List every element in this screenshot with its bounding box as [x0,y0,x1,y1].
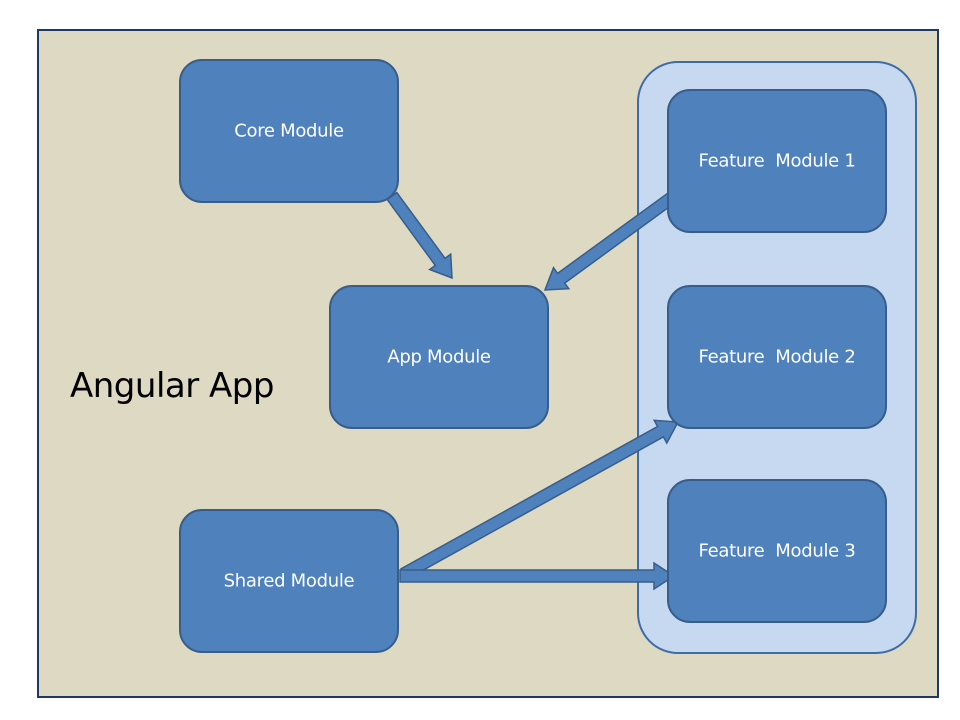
arrow-feature1-to-app [543,190,679,291]
feature-module-1-box [667,89,887,233]
feature-module-3-box [667,479,887,623]
arrow-core-to-app [386,191,453,280]
diagram-title: Angular App [70,366,274,406]
arrow-shared-to-feature2 [400,419,680,581]
shared-module-box [179,509,399,653]
dependency-arrows [386,190,680,591]
app-module-box [329,285,549,429]
feature-module-2-box [667,285,887,429]
core-module-box [179,59,399,203]
arrow-shared-to-feature3 [399,561,676,591]
